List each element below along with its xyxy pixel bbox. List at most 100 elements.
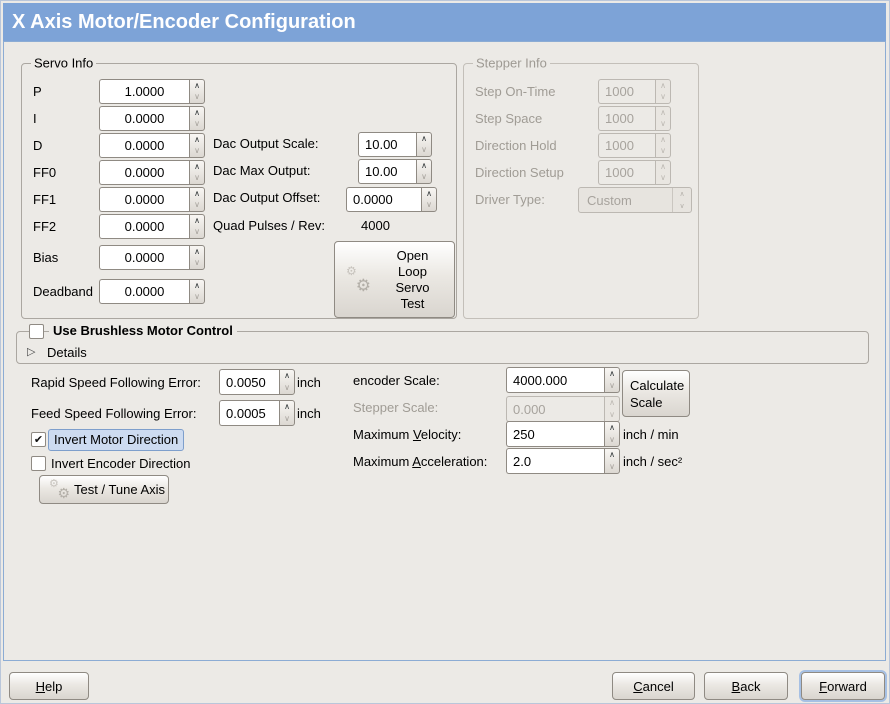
back-button[interactable]: Back — [704, 672, 788, 700]
spin-down-icon: ∨ — [284, 383, 290, 392]
spin-feed-following-error[interactable]: ∧∨ — [279, 400, 295, 426]
cancel-button[interactable]: Cancel — [612, 672, 695, 700]
invert-encoder-checkbox[interactable] — [31, 456, 46, 471]
calculate-scale-button[interactable]: Calculate Scale — [622, 370, 690, 417]
use-brushless-checkbox[interactable] — [29, 324, 44, 339]
gear-small-icon: ⚙ — [346, 263, 357, 278]
input-dac-output-offset[interactable]: 0.0000 — [346, 187, 421, 212]
spin-dac-output-offset[interactable]: ∧∨ — [421, 187, 437, 212]
spin-up-icon: ∧ — [194, 134, 200, 144]
spin-down-icon: ∨ — [660, 146, 666, 156]
spin-maximum-velocity[interactable]: ∧∨ — [604, 421, 620, 447]
spin-rapid-following-error[interactable]: ∧∨ — [279, 369, 295, 395]
label-driver-type: Driver Type: — [475, 192, 545, 207]
spin-dac-output-scale[interactable]: ∧∨ — [416, 132, 432, 157]
spin-direction-setup: ∧∨ — [655, 160, 671, 185]
input-bias[interactable]: 0.0000 — [99, 245, 189, 270]
input-ff0[interactable]: 0.0000 — [99, 160, 189, 185]
unit-feed-following-error: inch — [297, 406, 321, 421]
input-p[interactable]: 1.0000 — [99, 79, 189, 104]
forward-button[interactable]: Forward — [801, 672, 885, 700]
input-direction-hold: 1000 — [598, 133, 655, 158]
input-ff2[interactable]: 0.0000 — [99, 214, 189, 239]
label-feed-following-error: Feed Speed Following Error: — [31, 406, 197, 421]
invert-encoder-label[interactable]: Invert Encoder Direction — [51, 456, 191, 471]
stepper-info-frame — [463, 63, 699, 319]
spin-step-space: ∧∨ — [655, 106, 671, 131]
spin-up-icon: ∧ — [194, 280, 200, 290]
input-feed-following-error[interactable]: 0.0005 — [219, 400, 279, 426]
open-loop-servo-test-button[interactable]: ⚙ ⚙ Open Loop Servo Test — [334, 241, 455, 318]
spin-maximum-acceleration[interactable]: ∧∨ — [604, 448, 620, 474]
spin-ff0[interactable]: ∧∨ — [189, 160, 205, 185]
spin-d[interactable]: ∧∨ — [189, 133, 205, 158]
value-quad-pulses: 4000 — [361, 218, 390, 233]
input-step-on-time: 1000 — [598, 79, 655, 104]
servo-info-legend: Servo Info — [31, 55, 97, 71]
cancel-button-label: Cancel — [633, 678, 674, 694]
input-maximum-acceleration[interactable]: 2.0 — [506, 448, 604, 474]
spin-p[interactable]: ∧∨ — [189, 79, 205, 104]
spin-i[interactable]: ∧∨ — [189, 106, 205, 131]
label-ff0: FF0 — [33, 165, 57, 180]
label-bias: Bias — [33, 250, 59, 265]
spin-up-icon: ∧ — [609, 398, 615, 407]
spin-up-icon: ∧ — [660, 80, 666, 90]
spin-up-icon: ∧ — [660, 134, 666, 144]
spin-down-icon: ∨ — [609, 435, 615, 444]
spin-up-icon: ∧ — [194, 188, 200, 198]
spin-down-icon: ∨ — [194, 292, 200, 302]
spin-down-icon: ∨ — [194, 227, 200, 237]
label-d: D — [33, 138, 43, 153]
input-rapid-following-error[interactable]: 0.0050 — [219, 369, 279, 395]
spin-dac-max-output[interactable]: ∧∨ — [416, 159, 432, 184]
test-tune-axis-button[interactable]: ⚙ ⚙ Test / Tune Axis — [39, 475, 169, 504]
gear-large-icon: ⚙ — [57, 484, 70, 501]
label-deadband: Deadband — [33, 284, 93, 299]
label-rapid-following-error: Rapid Speed Following Error: — [31, 375, 201, 390]
invert-motor-checkbox[interactable]: ✔ — [31, 432, 46, 447]
label-ff2: FF2 — [33, 219, 57, 234]
label-ff1: FF1 — [33, 192, 57, 207]
input-i[interactable]: 0.0000 — [99, 106, 189, 131]
input-deadband[interactable]: 0.0000 — [99, 279, 189, 304]
use-brushless-label[interactable]: Use Brushless Motor Control — [49, 323, 237, 339]
label-direction-setup: Direction Setup — [475, 165, 564, 180]
spin-up-icon: ∧ — [194, 215, 200, 225]
input-d[interactable]: 0.0000 — [99, 133, 189, 158]
spin-step-on-time: ∧∨ — [655, 79, 671, 104]
label-dac-max-output: Dac Max Output: — [213, 163, 311, 178]
invert-motor-label[interactable]: Invert Motor Direction — [48, 429, 185, 451]
spin-down-icon: ∨ — [194, 258, 200, 268]
help-button[interactable]: Help — [9, 672, 89, 700]
spin-encoder-scale[interactable]: ∧∨ — [604, 367, 620, 393]
spin-ff2[interactable]: ∧∨ — [189, 214, 205, 239]
input-encoder-scale[interactable]: 4000.000 — [506, 367, 604, 393]
combo-arrows-icon: ∧∨ — [672, 188, 691, 212]
help-button-label: Help — [35, 678, 63, 694]
label-step-on-time: Step On-Time — [475, 84, 556, 99]
spin-down-icon: ∨ — [194, 119, 200, 129]
spin-ff1[interactable]: ∧∨ — [189, 187, 205, 212]
spin-down-icon: ∨ — [660, 119, 666, 129]
spin-deadband[interactable]: ∧∨ — [189, 279, 205, 304]
spin-down-icon: ∨ — [426, 200, 432, 210]
back-button-label: Back — [731, 678, 761, 694]
label-step-space: Step Space — [475, 111, 543, 126]
spin-down-icon: ∨ — [660, 92, 666, 102]
unit-rapid-following-error: inch — [297, 375, 321, 390]
details-label[interactable]: Details — [47, 345, 87, 360]
spin-down-icon: ∨ — [421, 172, 427, 182]
spin-up-icon: ∧ — [194, 80, 200, 90]
spin-down-icon: ∨ — [660, 173, 666, 183]
input-dac-max-output[interactable]: 10.00 — [358, 159, 416, 184]
title-bar: X Axis Motor/Encoder Configuration — [3, 3, 886, 41]
spin-bias[interactable]: ∧∨ — [189, 245, 205, 270]
check-icon: ✔ — [33, 434, 44, 446]
input-dac-output-scale[interactable]: 10.00 — [358, 132, 416, 157]
input-ff1[interactable]: 0.0000 — [99, 187, 189, 212]
open-loop-servo-test-label: Open Loop Servo Test — [395, 247, 430, 311]
input-maximum-velocity[interactable]: 250 — [506, 421, 604, 447]
details-expander-icon[interactable]: ▷ — [27, 346, 36, 358]
